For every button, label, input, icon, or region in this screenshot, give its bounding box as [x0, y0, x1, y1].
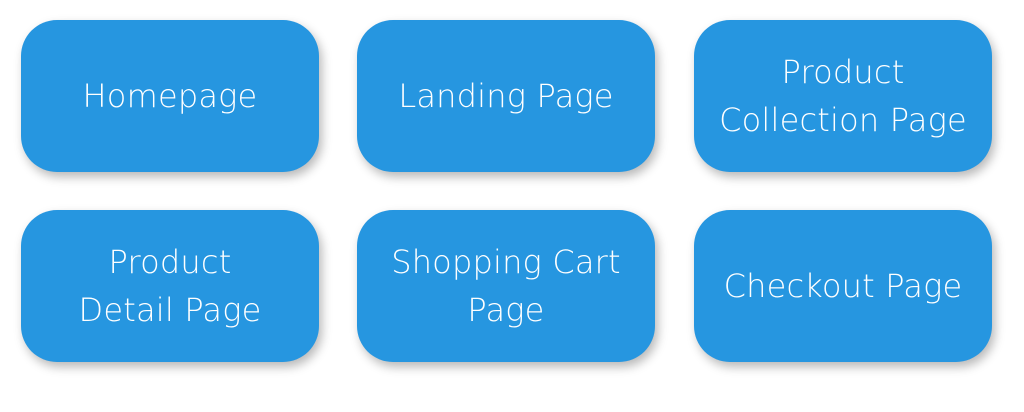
- card-homepage-label: Homepage: [83, 72, 258, 120]
- card-homepage: Homepage: [21, 20, 319, 172]
- card-shopping-cart-page-line-1: Shopping Cart: [391, 243, 621, 281]
- card-shopping-cart-page-line-2: Page: [467, 291, 545, 329]
- card-product-collection-page-line-1: Product: [781, 53, 905, 91]
- card-landing-page-line-1: Landing Page: [398, 77, 614, 115]
- card-product-detail-page-line-2: Detail Page: [78, 291, 262, 329]
- card-product-detail-page-label: Product Detail Page: [79, 238, 262, 334]
- card-product-collection-page: Product Collection Page: [694, 20, 992, 172]
- card-checkout-page: Checkout Page: [694, 210, 992, 362]
- card-landing-page-label: Landing Page: [398, 72, 613, 120]
- card-shopping-cart-page-label: Shopping Cart Page: [391, 238, 621, 334]
- card-checkout-page-line-1: Checkout Page: [723, 267, 963, 305]
- card-product-detail-page-line-1: Product: [108, 243, 232, 281]
- card-checkout-page-label: Checkout Page: [724, 262, 963, 310]
- card-landing-page: Landing Page: [357, 20, 655, 172]
- card-product-detail-page: Product Detail Page: [21, 210, 319, 362]
- card-homepage-line-1: Homepage: [82, 77, 258, 115]
- card-shopping-cart-page: Shopping Cart Page: [357, 210, 655, 362]
- card-product-collection-page-line-2: Collection Page: [719, 101, 967, 139]
- card-product-collection-page-label: Product Collection Page: [719, 48, 967, 144]
